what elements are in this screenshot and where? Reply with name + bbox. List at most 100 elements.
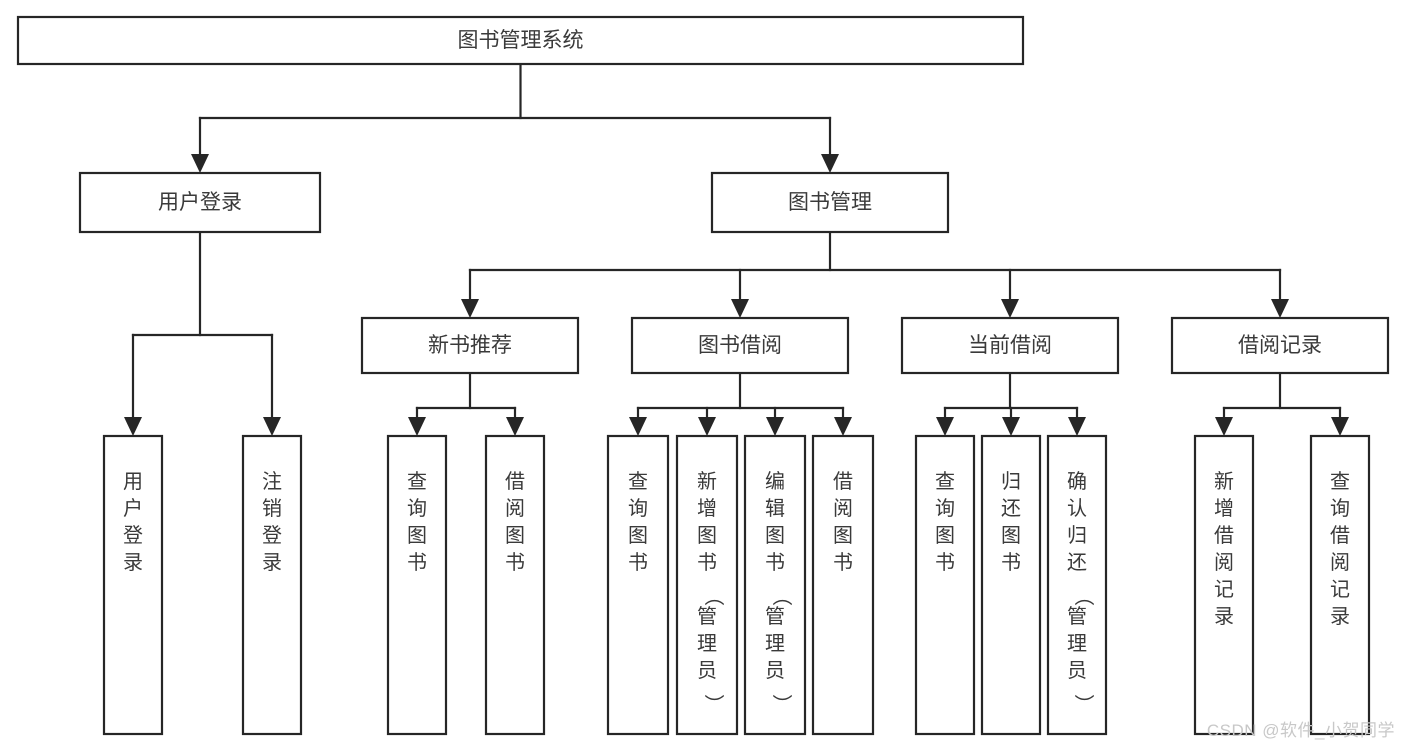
leaf-label-char: 确: [1067, 470, 1087, 493]
leaf-label-char: 图: [407, 525, 427, 547]
arrow-head-icon: [506, 417, 524, 436]
arrow-head-icon: [1002, 417, 1020, 436]
arrow-head-icon: [1001, 299, 1019, 318]
leaf-label-char: （: [702, 586, 725, 606]
leaf-label-char: 员: [765, 660, 785, 682]
arrow-head-icon: [766, 417, 784, 436]
level2-label: 当前借阅: [968, 334, 1052, 357]
leaf-label-char: 辑: [765, 497, 785, 520]
level2-box[interactable]: [360, 316, 580, 375]
root-label: 图书管理系统: [458, 29, 584, 52]
level2-box[interactable]: [1170, 316, 1390, 375]
leaf-box[interactable]: [1193, 434, 1255, 736]
level1-node[interactable]: 图书管理: [710, 171, 950, 234]
leaf-box[interactable]: [811, 434, 875, 736]
leaf-label-char: 图: [833, 525, 853, 547]
leaf-label-char: 阅: [833, 497, 853, 520]
leaf-label-char: 书: [1001, 551, 1021, 574]
level1-box[interactable]: [710, 171, 950, 234]
level2-label: 借阅记录: [1238, 334, 1322, 357]
leaf-label-char: 录: [123, 552, 143, 574]
level2-node[interactable]: 图书借阅: [630, 316, 850, 375]
level2-label: 新书推荐: [428, 334, 512, 357]
leaf-box[interactable]: [606, 434, 670, 736]
leaf-box[interactable]: [675, 434, 739, 736]
leaf-box[interactable]: [102, 434, 164, 736]
leaf-box[interactable]: [743, 434, 807, 736]
leaf-label-char: 新: [697, 470, 717, 493]
leaf-label-char: 用: [123, 471, 143, 493]
level2-box[interactable]: [900, 316, 1120, 375]
leaf-label-char: 录: [1330, 606, 1350, 628]
root-node[interactable]: 图书管理系统: [16, 15, 1025, 66]
leaf-label-char: 员: [697, 660, 717, 682]
leaf-label-char: 借: [505, 470, 525, 493]
leaf-box[interactable]: [484, 434, 546, 736]
leaf-label-char: 图: [1001, 525, 1021, 547]
leaf-label-char: 理: [765, 633, 785, 655]
level1-box[interactable]: [78, 171, 322, 234]
leaf-label-char: 书: [505, 551, 525, 574]
leaf-label-char: （: [1072, 586, 1095, 606]
leaf-box[interactable]: [386, 434, 448, 736]
leaf-label-char: 编: [765, 470, 785, 493]
level2-box[interactable]: [630, 316, 850, 375]
level2-node[interactable]: 新书推荐: [360, 316, 580, 375]
leaf-box[interactable]: [914, 434, 976, 736]
leaf-label-char: 图: [505, 525, 525, 547]
leaf-label-char: 户: [123, 497, 143, 520]
leaf-label-char: 图: [628, 525, 648, 547]
level2-node[interactable]: 借阅记录: [1170, 316, 1390, 375]
arrow-head-icon: [698, 417, 716, 436]
leaf-label-char: 查: [935, 470, 955, 493]
leaf-label-char: 书: [935, 551, 955, 574]
leaf-box[interactable]: [1309, 434, 1371, 736]
leaf-label-char: 书: [628, 551, 648, 574]
leaf-label-char: （: [770, 586, 793, 606]
arrow-head-icon: [124, 417, 142, 436]
leaf-label-char: 记: [1214, 578, 1234, 601]
level2-node[interactable]: 当前借阅: [900, 316, 1120, 375]
leaf-box[interactable]: [241, 434, 303, 736]
arrow-head-icon: [461, 299, 479, 318]
leaf-label-char: 归: [1067, 524, 1087, 547]
arrow-head-icon: [1215, 417, 1233, 436]
leaf-label-char: 图: [935, 525, 955, 547]
leaf-label-char: 书: [697, 551, 717, 574]
arrow-head-icon: [629, 417, 647, 436]
leaf-label-char: 理: [1067, 633, 1087, 655]
level1-node[interactable]: 用户登录: [78, 171, 322, 234]
leaf-node[interactable]: 用户登录: [102, 434, 164, 736]
leaf-label-char: 销: [262, 497, 282, 520]
level2-label: 图书借阅: [698, 334, 782, 357]
leaf-label-char: 图: [765, 525, 785, 547]
leaf-label-char: ）: [1072, 694, 1095, 714]
leaf-label-char: 书: [833, 551, 853, 574]
leaf-label-char: 询: [935, 497, 955, 520]
leaf-label-char: 阅: [1214, 551, 1234, 574]
leaf-label-char: 借: [1214, 524, 1234, 547]
nodes-layer: 图书管理系统用户登录图书管理新书推荐图书借阅当前借阅借阅记录用户登录注销登录查询…: [16, 15, 1390, 736]
arrow-head-icon: [1331, 417, 1349, 436]
leaf-label-char: 注: [262, 470, 282, 493]
leaf-box[interactable]: [980, 434, 1042, 736]
leaf-box[interactable]: [1046, 434, 1108, 736]
leaf-label-char: 书: [407, 551, 427, 574]
root-box[interactable]: [16, 15, 1025, 66]
arrow-head-icon: [1271, 299, 1289, 318]
leaf-label-char: 询: [628, 497, 648, 520]
